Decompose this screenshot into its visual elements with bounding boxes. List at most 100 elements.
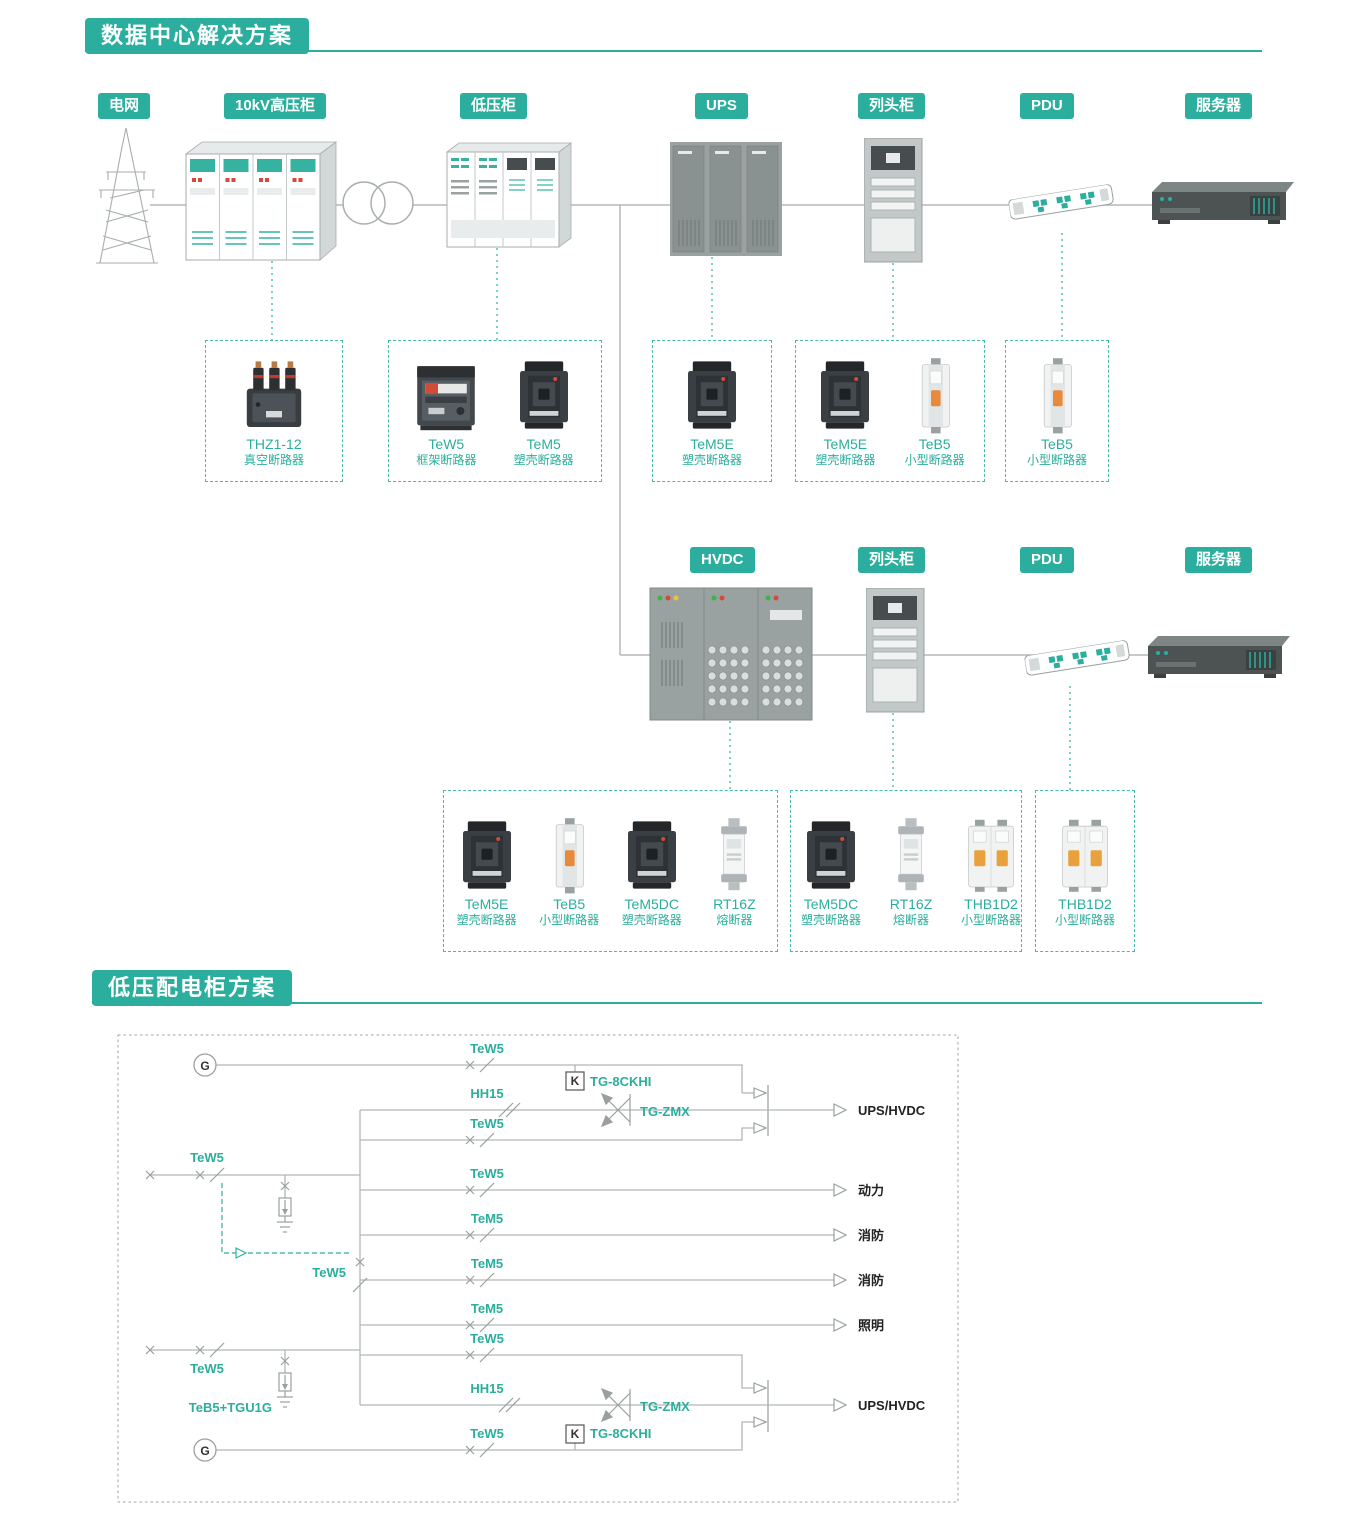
controller-top-label: K	[571, 1074, 580, 1088]
product-name: TeB5	[1041, 435, 1073, 452]
tag-pdu: PDU	[1020, 93, 1074, 119]
molded-case-breaker-icon	[504, 354, 584, 436]
tag-row-head: 列头柜	[858, 93, 926, 119]
generator-top-label: G	[200, 1059, 209, 1073]
product-item: RT16Z 熔断器	[871, 814, 951, 929]
product-desc: 塑壳断路器	[456, 913, 517, 928]
incoming-breaker-label: TeW5	[190, 1361, 224, 1376]
generator-bottom-icon	[193, 1438, 217, 1462]
product-item: TeM5E 塑壳断路器	[447, 814, 527, 929]
fuse-icon	[694, 814, 774, 896]
vacuum-circuit-breaker-icon	[234, 354, 314, 436]
callout-pdu-products: TeB5 小型断路器	[1005, 340, 1109, 482]
molded-case-breaker-icon	[672, 354, 752, 436]
fuse-label: HH15	[470, 1086, 503, 1101]
product-item: THB1D2 小型断路器	[1045, 814, 1125, 929]
product-name: TeM5E	[690, 435, 734, 452]
product-name: TeM5DC	[624, 895, 680, 912]
product-item: RT16Z 熔断器	[694, 814, 774, 929]
product-item: THB1D2 小型断路器	[951, 814, 1031, 929]
tag-grid: 电网	[98, 93, 151, 119]
product-item: TeM5E 塑壳断路器	[805, 354, 885, 469]
tag-pdu-2: PDU	[1020, 547, 1074, 573]
breaker-label: TeW5	[470, 1116, 504, 1131]
controller-box-top	[565, 1071, 585, 1091]
breaker-symbols	[145, 1060, 475, 1455]
product-desc: 框架断路器	[416, 453, 477, 468]
server-2-icon	[1148, 636, 1290, 678]
product-name: TeM5E	[464, 895, 509, 912]
product-name: THZ1-12	[246, 435, 302, 452]
product-desc: 塑壳断路器	[513, 453, 574, 468]
surge-device-bottom-icon	[600, 1387, 631, 1423]
feeder-breaker-label: TeM5	[471, 1211, 503, 1226]
product-item: TeB5 小型断路器	[895, 354, 975, 469]
product-desc: 小型断路器	[1054, 913, 1115, 928]
callout-row-head-products: TeM5E 塑壳断路器 TeB5 小型断路器	[795, 340, 985, 482]
section1-rule	[85, 50, 1262, 52]
fuse-icon	[871, 814, 951, 896]
product-desc: 小型断路器	[539, 913, 600, 928]
single-line-diagram: G G K K	[117, 1034, 959, 1503]
miniature-breaker-icon	[529, 814, 609, 896]
arrester-top-icon	[277, 1197, 293, 1233]
miniature-breaker-2p-icon	[1045, 814, 1125, 896]
product-desc: 塑壳断路器	[815, 453, 876, 468]
product-item: TeM5DC 塑壳断路器	[612, 814, 692, 929]
fuse-label: HH15	[470, 1381, 503, 1396]
feeder-breaker-label: TeM5	[471, 1256, 503, 1271]
callout-connectors	[271, 233, 1071, 790]
pdu-icon	[1008, 184, 1114, 220]
tag-server-2: 服务器	[1185, 547, 1253, 573]
lv-cabinet-icon	[445, 142, 573, 248]
callout-hvdc-products: TeM5E 塑壳断路器 TeB5 小型断路器 TeM5DC 塑壳断路器 RT16…	[443, 790, 778, 952]
product-desc: 真空断路器	[243, 453, 304, 468]
product-item: TeM5DC 塑壳断路器	[791, 814, 871, 929]
miniature-breaker-icon	[895, 354, 975, 436]
product-item: TeW5 框架断路器	[406, 354, 486, 469]
row-head-cabinet-2-icon	[866, 588, 924, 712]
tag-hvdc: HVDC	[690, 547, 755, 573]
hvdc-cabinet-icon	[649, 587, 813, 721]
transformer-icon	[342, 181, 414, 225]
product-item: THZ1-12 真空断路器	[234, 354, 314, 469]
product-name: TeB5	[918, 435, 951, 452]
air-frame-breaker-icon	[406, 354, 486, 436]
product-desc: 塑壳断路器	[681, 453, 742, 468]
product-name: TeW5	[428, 435, 465, 452]
output-label-ups-hvdc-1: UPS/HVDC	[858, 1103, 926, 1118]
callout-pdu-2-products: THB1D2 小型断路器	[1035, 790, 1135, 952]
molded-case-breaker-icon	[805, 354, 885, 436]
product-item: TeM5E 塑壳断路器	[672, 354, 752, 469]
controller-model-label: TG-8CKHI	[590, 1426, 651, 1441]
product-desc: 熔断器	[892, 913, 929, 928]
breaker-label: TeW5	[470, 1426, 504, 1441]
tag-hv-cabinet: 10kV高压柜	[224, 93, 327, 119]
product-item: TeB5 小型断路器	[529, 814, 609, 929]
output-label-lighting: 照明	[858, 1318, 884, 1333]
power-grid-tower-icon	[96, 127, 158, 264]
interlock-arrow	[235, 1247, 248, 1259]
controller-box-bottom	[565, 1424, 585, 1444]
product-desc: 小型断路器	[904, 453, 965, 468]
breaker-slashes	[209, 1057, 521, 1458]
callout-row-head-2-products: TeM5DC 塑壳断路器 RT16Z 熔断器 THB1D2 小型断路器	[790, 790, 1022, 952]
section2-title: 低压配电柜方案	[92, 970, 293, 1006]
miniature-breaker-2p-icon	[951, 814, 1031, 896]
pdu-2-icon	[1024, 640, 1130, 676]
tag-server: 服务器	[1185, 93, 1253, 119]
product-name: RT16Z	[889, 895, 933, 912]
molded-case-breaker-icon	[447, 814, 527, 896]
tag-row-head-2: 列头柜	[858, 547, 926, 573]
callout-ups-products: TeM5E 塑壳断路器	[652, 340, 772, 482]
breaker-label: TeW5	[470, 1331, 504, 1346]
breaker-label: TeW5	[470, 1041, 504, 1056]
tag-lv-cabinet: 低压柜	[460, 93, 528, 119]
product-desc: 塑壳断路器	[621, 913, 682, 928]
product-desc: 小型断路器	[960, 913, 1021, 928]
row-head-cabinet-icon	[864, 138, 922, 262]
product-item: TeM5 塑壳断路器	[504, 354, 584, 469]
product-desc: 熔断器	[716, 913, 753, 928]
controller-bottom-label: K	[571, 1427, 580, 1441]
output-label-ups-hvdc-2: UPS/HVDC	[858, 1398, 926, 1413]
